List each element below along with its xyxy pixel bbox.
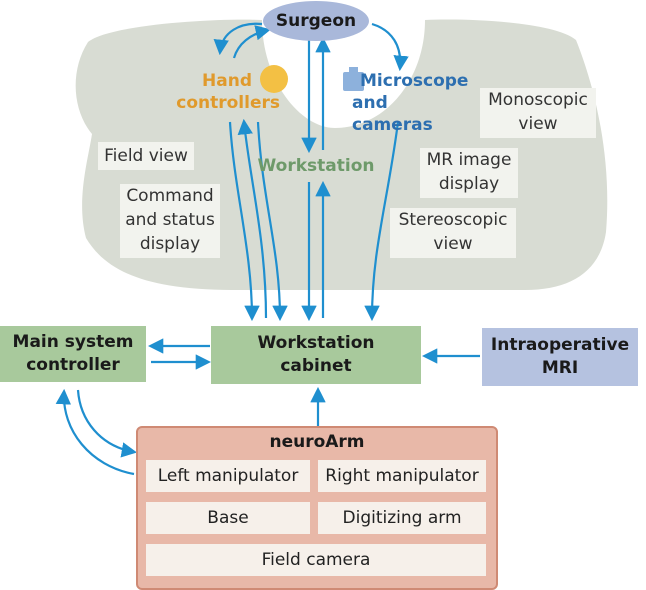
arrow-neuroarm-to-main bbox=[55, 388, 135, 476]
microscope-line-2: and cameras bbox=[352, 93, 433, 135]
neuroarm-title: neuroArm bbox=[269, 432, 365, 452]
microscope-label: Microscope and cameras bbox=[352, 70, 472, 136]
arrow-microscope-to-cabinet bbox=[364, 121, 400, 322]
field-view-label: Field view bbox=[104, 146, 188, 166]
connector-arrows bbox=[55, 22, 480, 476]
mr-image-line-2: display bbox=[438, 174, 500, 194]
workstation-cabinet-box: Workstation cabinet bbox=[211, 326, 421, 384]
monoscopic-panel: Monoscopic view bbox=[480, 88, 596, 138]
hand-controllers-line-1: Hand bbox=[202, 71, 252, 91]
surgeon-label: Surgeon bbox=[275, 10, 357, 31]
monoscopic-line-1: Monoscopic bbox=[488, 90, 588, 110]
field-camera-label: Field camera bbox=[261, 550, 371, 570]
arrow-hand-to-cabinet-1 bbox=[228, 121, 260, 322]
workstation-cabinet-line-1: Workstation bbox=[257, 333, 375, 353]
command-status-panel: Command and status display bbox=[120, 184, 220, 258]
arrow-hand-to-surgeon bbox=[232, 25, 272, 59]
main-controller-line-1: Main system bbox=[12, 332, 134, 352]
left-manipulator-label: Left manipulator bbox=[157, 466, 299, 486]
stereoscopic-line-2: view bbox=[433, 234, 473, 254]
arrow-cabinet-to-hand bbox=[237, 118, 268, 319]
intraoperative-mri-box: Intraoperative MRI bbox=[482, 328, 638, 386]
workstation-label: Workstation bbox=[257, 156, 375, 176]
stereoscopic-panel: Stereoscopic view bbox=[390, 208, 516, 258]
hand-controllers-label: Hand controllers bbox=[170, 70, 280, 114]
digitizing-arm-cell: Digitizing arm bbox=[318, 502, 486, 534]
command-status-line-3: display bbox=[139, 234, 201, 254]
surgeon-node: Surgeon bbox=[263, 1, 369, 41]
arrow-surgeon-to-hand bbox=[213, 22, 263, 56]
stereoscopic-line-1: Stereoscopic bbox=[398, 210, 508, 230]
intraoperative-mri-line-1: Intraoperative bbox=[490, 335, 630, 355]
main-system-controller-box: Main system controller bbox=[0, 326, 146, 382]
left-manipulator-cell: Left manipulator bbox=[146, 460, 310, 492]
camera-icon bbox=[343, 67, 364, 91]
hand-controller-dot-icon bbox=[260, 65, 288, 93]
right-manipulator-cell: Right manipulator bbox=[318, 460, 486, 492]
arrow-main-to-neuroarm bbox=[76, 389, 138, 458]
command-status-line-1: Command bbox=[126, 186, 214, 206]
command-status-line-2: and status bbox=[125, 210, 215, 230]
right-manipulator-label: Right manipulator bbox=[325, 466, 479, 486]
monoscopic-line-2: view bbox=[518, 114, 558, 134]
field-view-panel: Field view bbox=[98, 142, 194, 170]
microscope-line-1: Microscope bbox=[360, 71, 469, 91]
arrow-hand-to-cabinet-2 bbox=[256, 121, 288, 322]
base-label: Base bbox=[207, 508, 249, 528]
hand-controllers-line-2: controllers bbox=[176, 93, 280, 113]
mr-image-panel: MR image display bbox=[420, 148, 518, 198]
digitizing-arm-label: Digitizing arm bbox=[342, 508, 462, 528]
field-camera-cell: Field camera bbox=[146, 544, 486, 576]
intraoperative-mri-line-2: MRI bbox=[541, 358, 579, 378]
base-cell: Base bbox=[146, 502, 310, 534]
workstation-cabinet-line-2: cabinet bbox=[280, 356, 352, 376]
main-controller-line-2: controller bbox=[26, 355, 120, 375]
arrow-surgeon-to-microscope bbox=[371, 22, 409, 72]
mr-image-line-1: MR image bbox=[426, 150, 512, 170]
